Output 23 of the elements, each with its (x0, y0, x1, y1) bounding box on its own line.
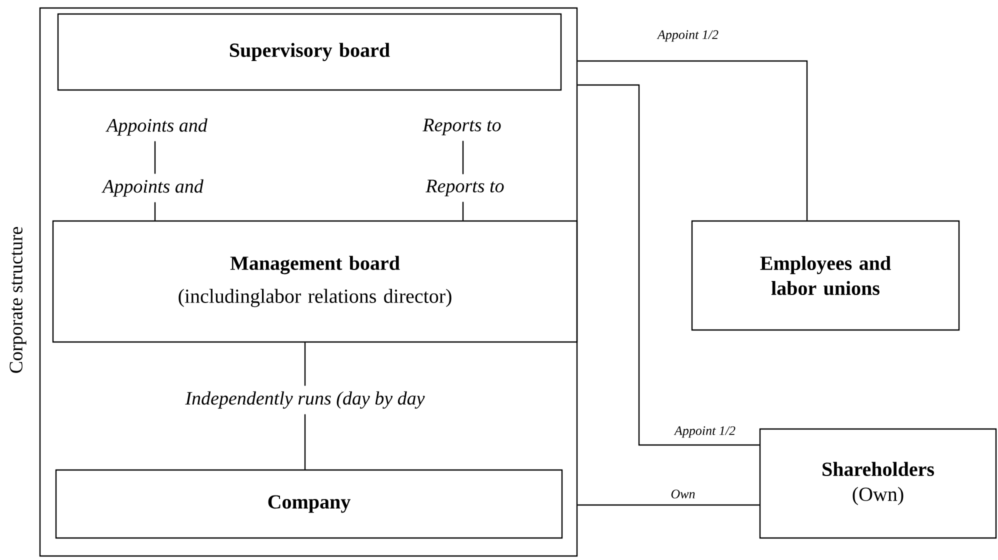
connector-line (578, 84, 760, 446)
connector-line (304, 342, 306, 386)
org-box: Shareholders (Own) (759, 428, 997, 539)
org-box: Employees and labor unions (691, 220, 960, 331)
edge-label: Appoint 1/2 (656, 29, 720, 43)
relation-text: Reports to (422, 118, 501, 136)
connector-line (154, 202, 156, 220)
relation-text: Reports to (426, 180, 504, 196)
relation-text: Appoints and (106, 118, 208, 136)
org-box: Management board (includinglabor relations director) (52, 220, 578, 343)
org-box: Company (55, 469, 563, 539)
connector-line (462, 202, 464, 220)
connector-line (578, 60, 808, 220)
edge-label: Own (670, 488, 696, 500)
connector-line (578, 504, 760, 506)
connector-line (304, 414, 306, 470)
connector-line (154, 141, 156, 174)
vertical-heading: Corporate structure (10, 227, 26, 373)
relation-text: Independently runs (day by day (185, 391, 425, 409)
connector-line (462, 140, 464, 174)
edge-label: Appoint 1/2 (674, 425, 737, 439)
relation-text: Appoints and (102, 179, 204, 197)
org-box: Supervisory board (57, 13, 562, 91)
